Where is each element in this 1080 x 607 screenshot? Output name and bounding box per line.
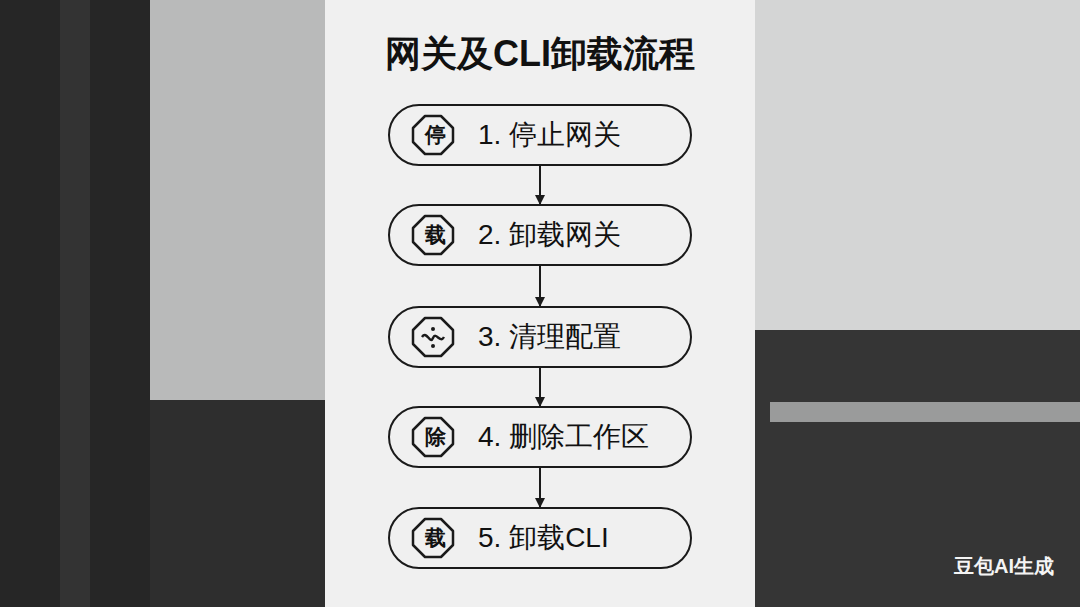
tower [0,0,150,607]
process-pill: 3. 清理配置 [388,306,692,368]
light-stripe [770,402,1080,422]
process-pill: 载 5. 卸载CLI [388,507,692,569]
dot-symbol [431,344,435,348]
octagon-icon [413,318,453,356]
octagon-icon [413,216,453,254]
icons [413,116,453,557]
flow-arrow [539,266,541,306]
panel [325,0,755,607]
tower-edge [60,0,90,607]
octagon-icon [413,116,453,154]
octagon-icon [413,519,453,557]
octagon-icon [413,418,453,456]
step-label: 4. 删除工作区 [478,418,649,456]
step-label: 2. 卸载网关 [478,216,621,254]
flow-arrow [539,166,541,204]
dot-symbol [431,327,435,331]
diagram-title: 网关及CLI卸载流程 [325,30,755,79]
icon-char: 除 [425,423,446,451]
watermark: 豆包AI生成 [954,553,1054,580]
step-label: 3. 清理配置 [478,318,621,356]
icon-char: 载 [425,524,446,552]
sky-left [150,0,325,400]
flow-arrow [539,468,541,507]
sky-right [755,0,1080,340]
roof-right [755,330,1080,607]
process-pill: 除 4. 删除工作区 [388,406,692,468]
process-pill: 载 2. 卸载网关 [388,204,692,266]
wave-symbol [422,335,444,340]
step-label: 5. 卸载CLI [478,519,609,557]
icon-char: 载 [425,221,446,249]
icon-char: 停 [425,121,446,149]
flow-arrow [539,368,541,406]
step-label: 1. 停止网关 [478,116,621,154]
process-pill: 停 1. 停止网关 [388,104,692,166]
